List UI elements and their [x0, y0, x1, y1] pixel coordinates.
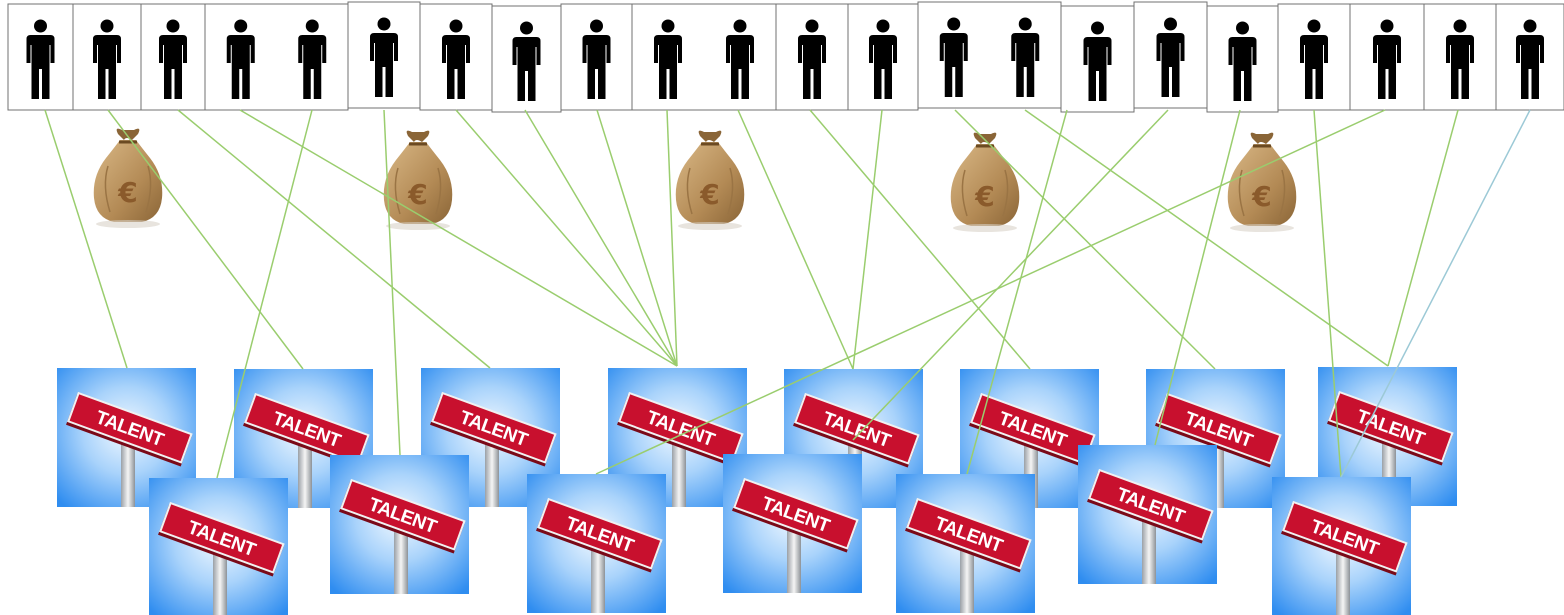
talent-sign-icon: TALENT [723, 454, 862, 593]
talent-sign-icon: TALENT [57, 368, 196, 507]
connector-line [852, 109, 883, 370]
connector-line [666, 109, 678, 367]
person-box [204, 3, 349, 111]
connector-line [383, 109, 401, 456]
connector-line [524, 109, 678, 367]
talent-sign-icon: TALENT [1272, 477, 1411, 615]
connector-line [966, 109, 1068, 475]
money-bag-icon: € [949, 131, 1021, 234]
connector-line [852, 109, 1169, 441]
connector-line [455, 109, 678, 367]
talent-sign-icon: TALENT [149, 478, 288, 615]
money-bag-icon: € [382, 129, 454, 232]
svg-text:€: € [1251, 180, 1271, 213]
svg-text:€: € [407, 178, 427, 211]
money-bag-icon: € [674, 129, 746, 232]
person-box [631, 3, 777, 111]
connector-line [1154, 109, 1241, 446]
svg-text:€: € [974, 180, 994, 213]
money-bag-icon: € [1226, 131, 1298, 234]
connector-line [239, 109, 678, 367]
connector-line [737, 109, 854, 370]
people-row [7, 1, 1564, 113]
talent-sign-icon: TALENT [1318, 367, 1457, 506]
talent-sign-icon: TALENT [527, 474, 666, 613]
connector-line [44, 109, 128, 369]
svg-text:€: € [117, 176, 137, 209]
connector-line [1387, 109, 1459, 367]
money-bags: € € € € € [92, 127, 1298, 234]
connector-line [1313, 109, 1342, 478]
money-bag-icon: € [92, 127, 164, 230]
connector-line [107, 109, 304, 370]
connector-lines [44, 109, 1531, 479]
connector-line [954, 109, 1216, 370]
connector-line [216, 109, 313, 479]
talent-sign-icon: TALENT [330, 455, 469, 594]
connector-line [177, 109, 491, 369]
svg-text:€: € [699, 178, 719, 211]
talent-sign-icon: TALENT [896, 474, 1035, 613]
connector-line [595, 109, 1386, 475]
talent-sign-icon: TALENT [1078, 445, 1217, 584]
connector-line [596, 109, 678, 367]
person-box [917, 1, 1062, 109]
connector-line [1340, 109, 1531, 478]
connector-line [809, 109, 1031, 370]
connector-line [1024, 109, 1389, 367]
